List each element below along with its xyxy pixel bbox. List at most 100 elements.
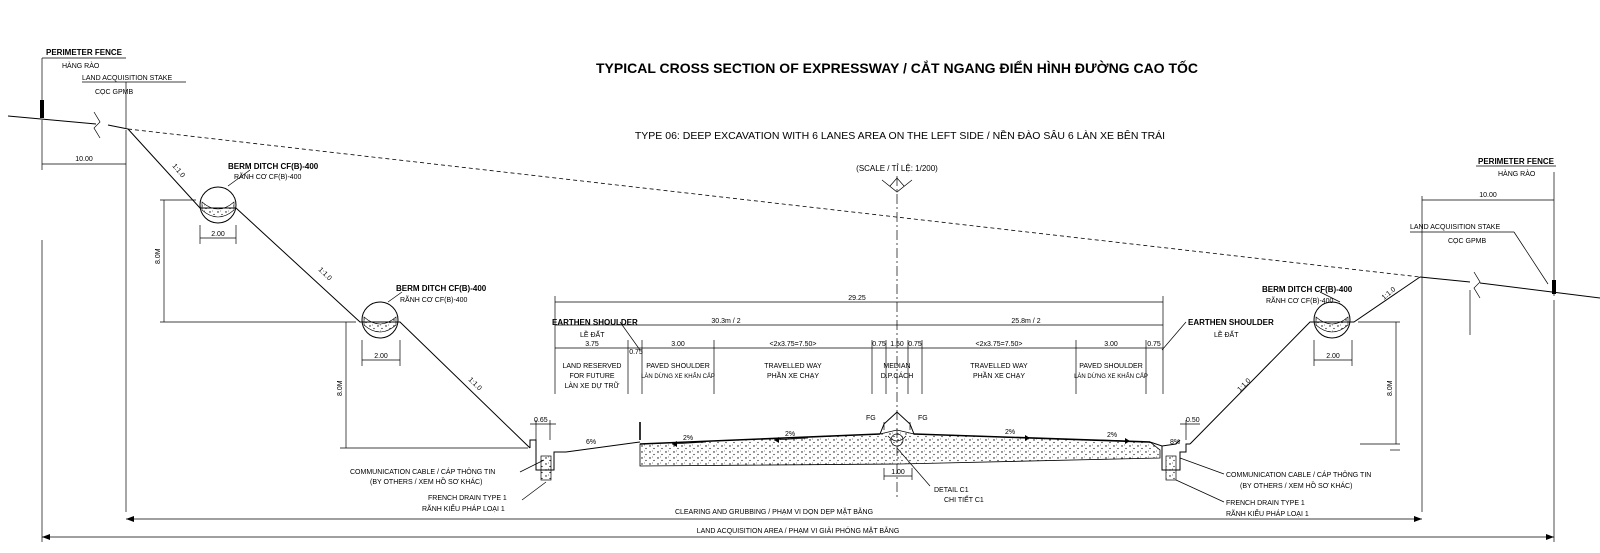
french-drain-left-icon: [540, 455, 552, 481]
pavement-surface-left: [639, 433, 881, 445]
drawing-subtitle: TYPE 06: DEEP EXCAVATION WITH 6 LANES AR…: [635, 129, 1165, 142]
land-stake-left: LAND ACQUISITION STAKE: [82, 75, 172, 82]
slope-2pct-4: 2%: [1107, 432, 1117, 439]
dim-10-right: 10.00: [1479, 192, 1497, 199]
hang-rao-left: HÀNG RÀO: [62, 61, 100, 70]
for-future: FOR FUTURE: [569, 373, 614, 380]
height-right: 8.0M: [1387, 380, 1394, 396]
scale-label: (SCALE / TỈ LỆ: 1/200): [856, 164, 938, 173]
dim-150: 1.50: [890, 341, 904, 348]
break-symbol-right-icon: [1473, 271, 1481, 299]
dim-right-half: 25.8m / 2: [1011, 318, 1040, 325]
fg-left: FG: [866, 415, 876, 422]
berm-ditch-left-2-width: 2.00: [374, 353, 388, 360]
berm-ditch-left-2-label: BERM DITCH CF(B)-400: [396, 284, 487, 293]
berm-ditch-right-label: BERM DITCH CF(B)-400: [1262, 285, 1353, 294]
dim-total: 29.25: [848, 295, 866, 302]
slope-2pct-3: 2%: [1005, 429, 1015, 436]
height-left-2: 8.0M: [337, 380, 344, 396]
berm-ditch-left-1-icon: [199, 186, 237, 224]
slope-left-3: 1:1.0: [467, 376, 483, 392]
lan-dung-left: LÀN DỪNG XE KHẨN CẤP: [641, 373, 715, 380]
slope-2pct-2: 2%: [785, 431, 795, 438]
dim-075-b: 0.75: [872, 341, 886, 348]
berm-ditch-left-1-width: 2.00: [211, 231, 225, 238]
earthen-shoulder-left: EARTHEN SHOULDER: [552, 318, 638, 327]
dim-050-right: 0.50: [1186, 417, 1200, 424]
hang-rao-right: HÀNG RÀO: [1498, 169, 1536, 178]
dim-075-a: 0.75: [629, 349, 643, 356]
berm-ditch-left-2-label-vn: RÃNH CƠ CF(B)-400: [400, 295, 468, 304]
slope-right-1: 1:1.0: [1236, 377, 1252, 393]
dim-300-b: 3.00: [1104, 341, 1118, 348]
ground-line-left: [7, 115, 97, 125]
phan-xe-left: PHẦN XE CHẠY: [767, 370, 819, 380]
dim-10-left: 10.00: [75, 156, 93, 163]
dim-375: 3.75: [585, 341, 599, 348]
berm-ditch-right-label-vn: RÃNH CƠ CF(B)-400: [1266, 296, 1334, 305]
travelled-way-left: TRAVELLED WAY: [764, 363, 822, 370]
slope-8-right: 8%: [1170, 439, 1180, 446]
french-drain-right: FRENCH DRAIN TYPE 1: [1226, 500, 1305, 507]
centerline-arrow-icon: [881, 177, 913, 193]
comm-cable-right: COMMUNICATION CABLE / CÁP THÔNG TIN: [1226, 470, 1371, 479]
dim-lanes-left: <2x3.75=7.50>: [770, 341, 817, 348]
median-barrier: [879, 411, 915, 435]
berm-ditch-left-1-label: BERM DITCH CF(B)-400: [228, 162, 319, 171]
dim-ticks: [627, 340, 1147, 394]
perimeter-fence-right-icon: [1552, 280, 1556, 294]
lan-dung-right: LÀN DỪNG XE KHẨN CẤP: [1074, 373, 1148, 380]
le-dat-left: LỀ ĐẤT: [580, 329, 605, 339]
chi-tiet-c1: CHI TIẾT C1: [944, 494, 984, 504]
drawing-title: TYPICAL CROSS SECTION OF EXPRESSWAY / CẮ…: [596, 59, 1198, 76]
clearing-label: CLEARING AND GRUBBING / PHẠM VI DỌN DẸP …: [675, 507, 873, 516]
right-drain-profile: [1161, 443, 1190, 471]
land-area-label: LAND ACQUISITION AREA / PHẠM VI GIẢI PHÓ…: [697, 526, 900, 535]
pavement-body: [639, 429, 1161, 467]
left-cut-slope: [127, 128, 531, 449]
le-dat-right: LỀ ĐẤT: [1214, 329, 1239, 339]
dim-lanes-right: <2x3.75=7.50>: [976, 341, 1023, 348]
slope-arrows: 2% 2% 2% 2%: [671, 429, 1131, 447]
travelled-way-right: TRAVELLED WAY: [970, 363, 1028, 370]
dim-075-d: 0.75: [1147, 341, 1161, 348]
land-reserved: LAND RESERVED: [562, 363, 621, 370]
coc-gpmb-left: CỌC GPMB: [95, 89, 133, 96]
french-drain-left-vn: RÃNH KIỂU PHÁP LOẠI 1: [422, 504, 505, 513]
median-drain-icon: [890, 433, 904, 447]
phan-xe-right: PHẦN XE CHẠY: [973, 370, 1025, 380]
slope-left-2: 1:1.0: [317, 266, 333, 282]
ground-line-left-2: [107, 124, 129, 130]
perimeter-fence-left: PERIMETER FENCE: [46, 48, 123, 57]
dim-065-left: 0.65: [534, 417, 548, 424]
fg-right: FG: [918, 415, 928, 422]
earthen-shoulder-right: EARTHEN SHOULDER: [1188, 318, 1274, 327]
french-drain-right-vn: RÃNH KIỂU PHÁP LOẠI 1: [1226, 509, 1309, 518]
slope-6-left: 6%: [586, 439, 596, 446]
lan-xe-du-tru: LÀN XE DỰ TRỮ: [564, 381, 619, 390]
break-symbol-left-icon: [93, 111, 101, 139]
slope-2pct-1: 2%: [683, 435, 693, 442]
perimeter-fence-right: PERIMETER FENCE: [1478, 157, 1555, 166]
french-drain-left: FRENCH DRAIN TYPE 1: [428, 495, 507, 502]
dp-cach: D.P.CÁCH: [881, 371, 914, 380]
dim-100: 1.00: [891, 469, 905, 476]
height-left-1: 8.0M: [155, 248, 162, 264]
berm-ditch-left-2-icon: [361, 301, 399, 339]
detail-c1: DETAIL C1: [934, 487, 969, 494]
dim-left-half: 30.3m / 2: [711, 318, 740, 325]
berm-ditch-right-width: 2.00: [1326, 353, 1340, 360]
berm-ditch-right-icon: [1313, 301, 1351, 339]
by-others-right: (BY OTHERS / XEM HỒ SƠ KHÁC): [1240, 480, 1352, 490]
land-stake-right: LAND ACQUISITION STAKE: [1410, 224, 1500, 231]
coc-gpmb-right: CỌC GPMB: [1448, 238, 1486, 245]
right-cut-slope: [1189, 276, 1421, 445]
ground-line-right: [1419, 276, 1600, 299]
paved-shoulder-left: PAVED SHOULDER: [646, 363, 710, 370]
original-ground-dashed: [127, 128, 1421, 278]
by-others-left: (BY OTHERS / XEM HỒ SƠ KHÁC): [370, 476, 482, 486]
french-drain-right-icon: [1165, 455, 1177, 481]
slope-left-1: 1:1.0: [170, 163, 185, 180]
perimeter-fence-left-icon: [40, 100, 44, 118]
